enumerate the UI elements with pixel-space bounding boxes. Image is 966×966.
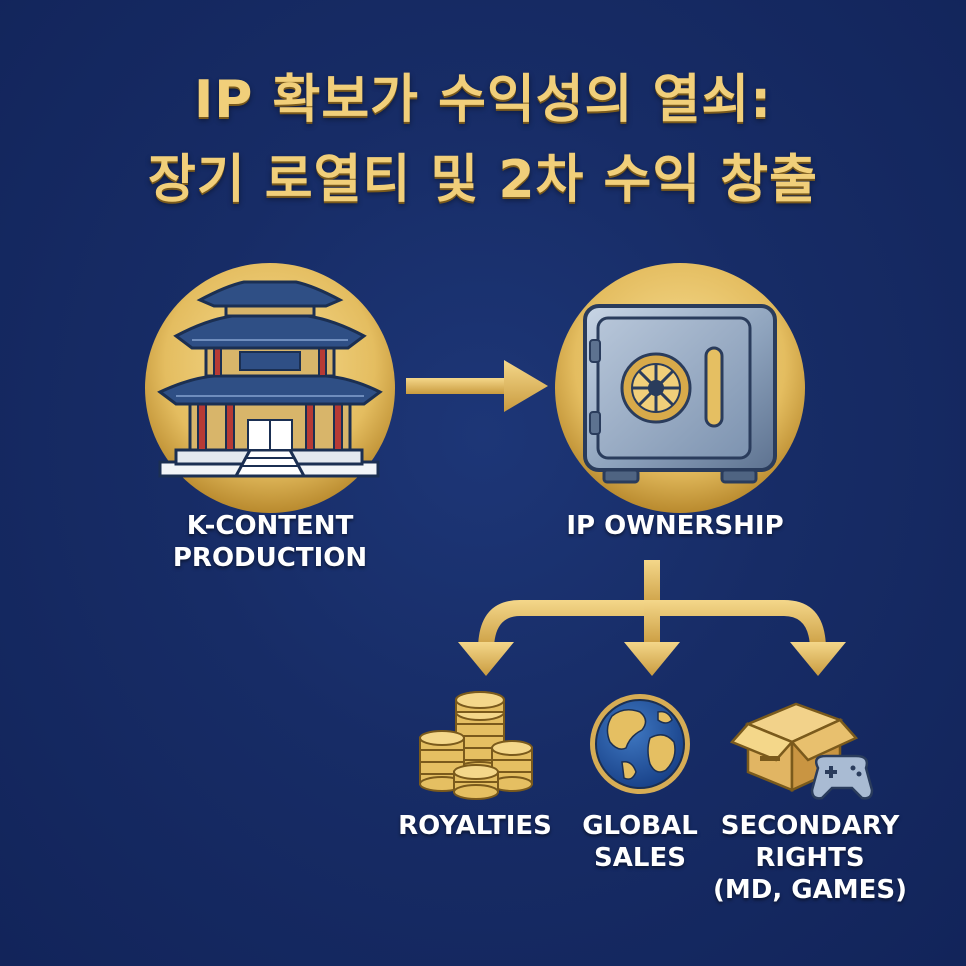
production-label-line-1: K-CONTENT [186,511,354,541]
box-gamepad-icon [729,702,874,800]
global-sales-label-line-1: GLOBAL [582,811,698,841]
arrow-to-ownership [406,360,548,412]
title-line-1: IP 확보가 수익성의 열쇠: [193,70,773,130]
branch-arrows [458,560,846,676]
safe-icon [555,263,805,513]
royalties-label: ROYALTIES [398,811,552,841]
secondary-rights-label-line-1: SECONDARY [720,811,900,841]
production-label: K-CONTENT PRODUCTION [150,510,390,574]
global-sales-label-line-2: SALES [594,843,686,873]
secondary-rights-label-line-2: RIGHTS [755,843,865,873]
global-sales-label: GLOBAL SALES [570,810,710,874]
globe-icon [590,694,690,794]
palace-icon [145,263,395,513]
coins-icon [419,691,533,800]
title-line-2: 장기 로열티 및 2차 수익 창출 [148,150,818,210]
production-label-line-2: PRODUCTION [172,543,368,573]
secondary-rights-label: SECONDARY RIGHTS (MD, GAMES) [712,810,908,906]
secondary-rights-label-line-3: (MD, GAMES) [713,875,907,905]
ownership-label: IP OWNERSHIP [566,511,784,541]
